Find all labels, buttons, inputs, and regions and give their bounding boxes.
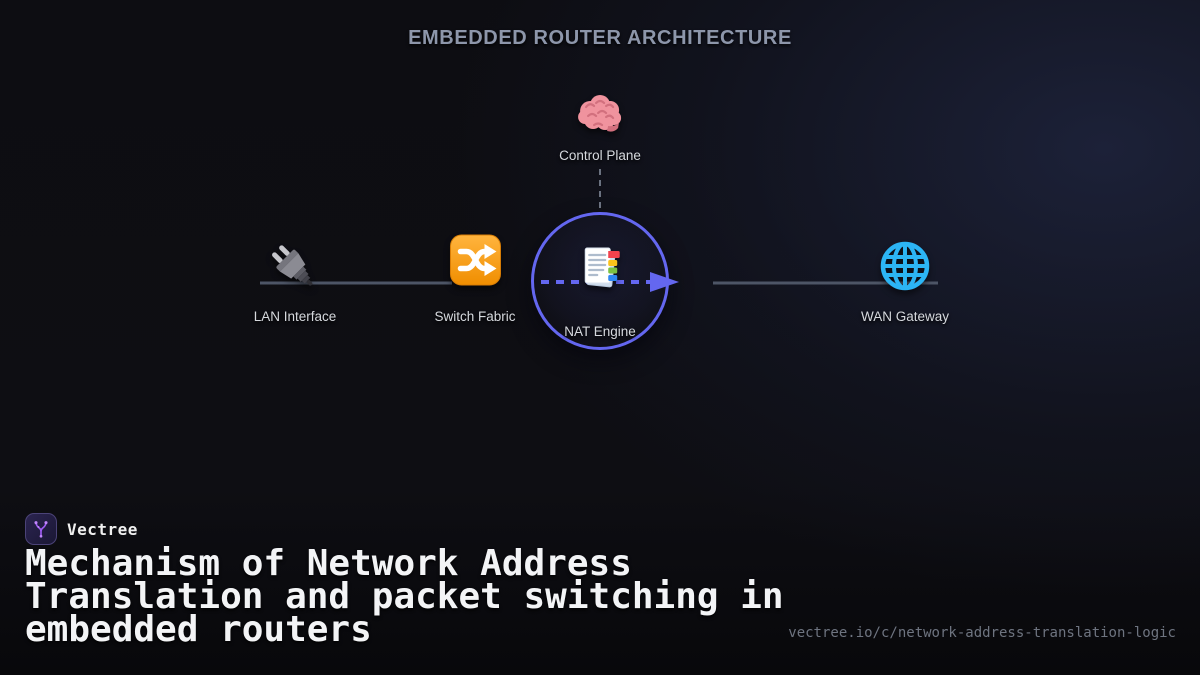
brand-name: Vectree <box>67 519 138 539</box>
plug-icon <box>272 245 313 286</box>
vectree-branch-icon <box>34 521 48 538</box>
node-label: Control Plane <box>559 148 641 163</box>
vectree-logo <box>25 513 57 545</box>
node-label: Switch Fabric <box>434 309 516 324</box>
node-label: LAN Interface <box>253 309 337 324</box>
shuffle-icon <box>449 234 501 286</box>
globe-icon <box>880 241 930 291</box>
node-switch-fabric: Switch Fabric <box>434 234 516 324</box>
node-lan-interface: LAN Interface <box>253 237 337 324</box>
brand-row: Vectree <box>25 513 138 545</box>
brain-icon <box>578 95 621 132</box>
node-control-plane: Control Plane <box>559 92 641 163</box>
node-label: WAN Gateway <box>860 309 950 324</box>
node-wan-gateway: WAN Gateway <box>861 238 949 324</box>
node-nat-engine: NAT Engine <box>564 241 636 339</box>
page-url: vectree.io/c/network-address-translation… <box>788 625 1176 641</box>
bookmark-tabs-icon <box>584 247 620 288</box>
diagram-title: EMBEDDED ROUTER ARCHITECTURE <box>408 27 792 49</box>
node-label: NAT Engine <box>564 324 636 339</box>
headline: Mechanism of Network Address Translation… <box>25 543 784 650</box>
